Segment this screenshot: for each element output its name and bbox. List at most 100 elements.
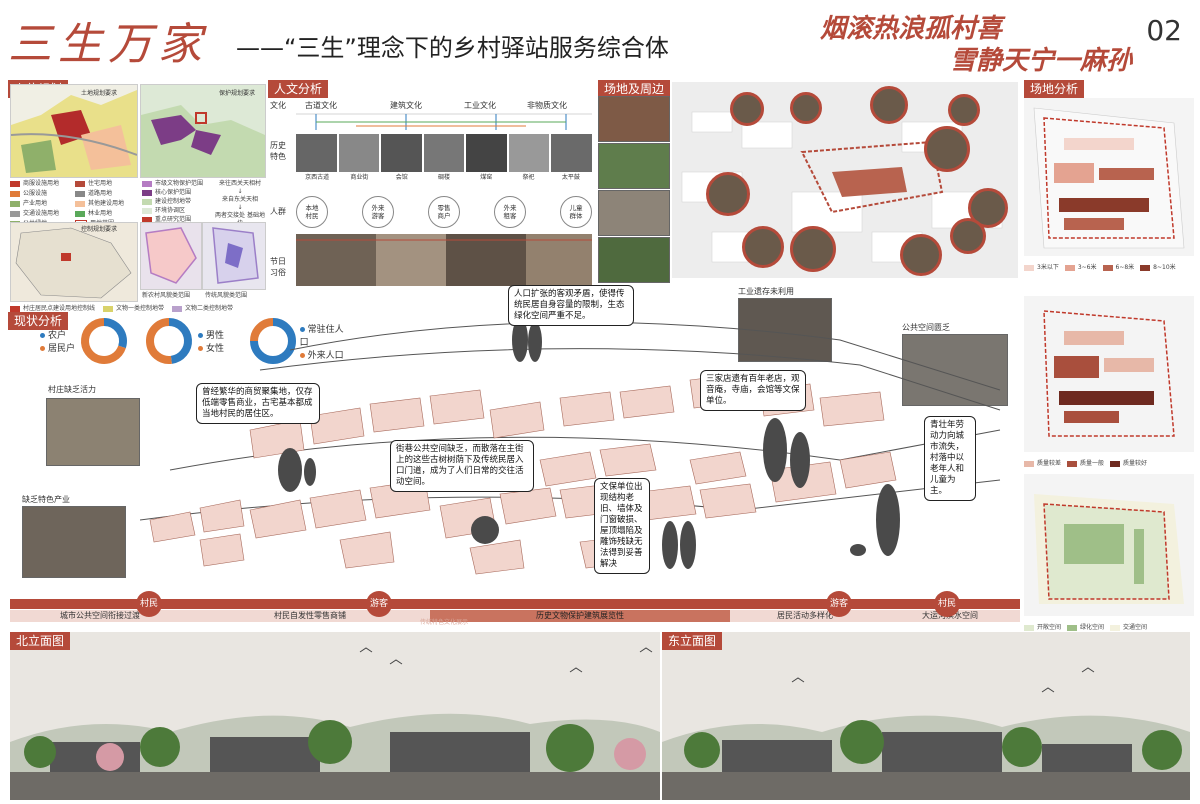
legend-label: 核心保护范围: [155, 189, 192, 196]
donut-chart: 常驻住人口外来人口: [248, 316, 350, 366]
legend-item: 交通空间: [1110, 622, 1147, 631]
legend-label: 商服设施用地: [23, 180, 60, 187]
new-village-map: [140, 222, 202, 290]
culture-architecture: 建筑文化: [390, 101, 422, 110]
legend-label: 质量较好: [1123, 460, 1148, 467]
legend-swatch: [142, 216, 152, 223]
donut-legend-item: 农户: [40, 328, 75, 341]
legend-swatch: [142, 180, 152, 187]
legend-label: 3米以下: [1037, 264, 1059, 271]
donut-svg: [146, 318, 192, 364]
legend-label: 建设控制地带: [155, 198, 192, 205]
donut-chart: 男性女性: [144, 316, 224, 366]
legend-label: 文物一类控制地带: [116, 305, 165, 312]
row-label-festival: 节日 习俗: [270, 257, 286, 277]
donut-legend-label: 常驻住人口: [299, 324, 344, 348]
legend-swatch: [75, 200, 85, 207]
calligraphy-line-1: 烟滚热浪孤村喜: [820, 14, 1003, 44]
donut-legend-label: 男性: [206, 331, 225, 341]
legend-swatch: [1024, 624, 1034, 631]
donut-chart: 农户居民户: [40, 316, 129, 366]
legend-item: 商服设施用地: [10, 178, 75, 187]
culture-industry: 工业文化: [464, 101, 496, 110]
legend-label: 文物二类控制地带: [185, 305, 234, 312]
donut-svg: [81, 318, 127, 364]
map4-caption: 新农村风貌类范围: [142, 292, 191, 299]
feature-photo: [551, 134, 593, 172]
legend-swatch: [1064, 264, 1075, 271]
legend-item: 林业用地: [75, 208, 140, 217]
legend-item: 核心保护范围: [142, 187, 212, 196]
legend-label: 其他建设用地: [88, 200, 125, 207]
donut-slice: [103, 318, 127, 349]
legend-label: 质量一般: [1080, 460, 1105, 467]
section-tag-humanity: 人文分析: [268, 80, 329, 98]
site-photo-bubble: [924, 126, 970, 172]
legend-swatch: [10, 305, 20, 312]
site-photo-bubble: [742, 226, 784, 268]
east-elevation: [662, 632, 1190, 800]
page-number: 02: [1146, 14, 1182, 47]
donut-legend-item: 常驻住人口: [299, 322, 350, 348]
traditional-map: [202, 222, 266, 290]
donut-legend-item: 外来人口: [299, 348, 350, 361]
village-axonometric-sketch: [139, 280, 1010, 600]
feature-photo: [338, 134, 380, 172]
photo-label-no-industry: 缺乏特色产业: [22, 495, 70, 504]
site-photo-bubble: [730, 92, 764, 126]
legend-swatch: [1024, 460, 1034, 467]
donut-legend-item: 居民户: [40, 341, 75, 354]
donut-legend: 常驻住人口外来人口: [299, 322, 350, 361]
row-label-people: 人群: [270, 207, 286, 216]
donut-legend: 男性女性: [198, 328, 224, 354]
map2-title: 保护规划要求: [219, 89, 255, 97]
page-title: 三生万家: [8, 19, 208, 70]
donut-legend: 农户居民户: [40, 328, 75, 354]
legend-swatch: [172, 305, 183, 312]
quality-legend: 质量较差质量一般质量较好: [1024, 458, 1194, 467]
row-label-culture: 文化: [270, 101, 286, 110]
legend-label: 公服设施: [23, 190, 48, 197]
legend-swatch: [10, 190, 20, 197]
feature-label: 碉楼: [437, 174, 450, 181]
donut-slice: [168, 318, 192, 364]
legend-label: 8~10米: [1153, 264, 1176, 271]
legend-swatch: [75, 190, 85, 197]
feature-label: 祭祀: [522, 174, 535, 181]
land-plan-map: 土地规划要求: [10, 84, 138, 178]
feature-photos: [296, 134, 593, 172]
donut-legend-dot: [40, 333, 45, 338]
status-donuts: 农户居民户 男性女性 常驻住人口外来人口: [40, 316, 350, 372]
legend-item: 文物一类控制地带: [103, 303, 164, 312]
culture-ancient-road: 古道文化: [305, 101, 337, 110]
legend-swatch: [142, 198, 152, 205]
legend-swatch: [103, 305, 114, 312]
surrounding-photos: [598, 96, 670, 283]
legend-swatch: [142, 189, 152, 196]
people-group-circle: 外来 租客: [494, 196, 526, 228]
legend-item: 重点研究范围: [142, 214, 212, 223]
space-legend: 开敞空间绿化空间交通空间: [1024, 622, 1194, 631]
legend-item: 环境协调区: [142, 205, 212, 214]
section-tag-site-analysis: 场地分析: [1024, 80, 1085, 98]
legend-item: 村庄居民点建设用地控制线: [10, 303, 95, 312]
photo-label-industrial-heritage: 工业遗存未利用: [738, 287, 794, 296]
site-photo-bubble: [948, 94, 980, 126]
legend-item: 交通设施用地: [10, 208, 75, 217]
donut-legend-dot: [40, 346, 45, 351]
legend-label: 交通空间: [1123, 624, 1148, 631]
legend-label: 交通设施用地: [23, 210, 60, 217]
timeline-stage-label: 村民自发性零售商铺: [190, 610, 430, 622]
stage-villager-1: 村民: [136, 591, 162, 617]
map5-caption: 传统风貌类范围: [205, 292, 248, 299]
legend-land-plan: 商服设施用地住宅用地公服设施道路用地产业用地其他建设用地交通设施用地林业用地公共…: [10, 178, 140, 228]
photo-industrial: [738, 298, 832, 362]
donut-legend-dot: [198, 333, 203, 338]
legend-swatch: [75, 180, 85, 187]
people-group-circle: 外来 游客: [362, 196, 394, 228]
timeline-labels: 城市公共空间衔接过渡村民自发性零售商铺历史文物保护建筑展览性居民活动多样化大运河…: [10, 610, 1020, 624]
legend-control-plan: 村庄居民点建设用地控制线 文物一类控制地带 文物二类控制地带: [10, 303, 270, 312]
legend-item: 文物二类控制地带: [172, 303, 233, 312]
donut-slice: [81, 318, 126, 364]
legend-item: 8~10米: [1140, 262, 1176, 271]
